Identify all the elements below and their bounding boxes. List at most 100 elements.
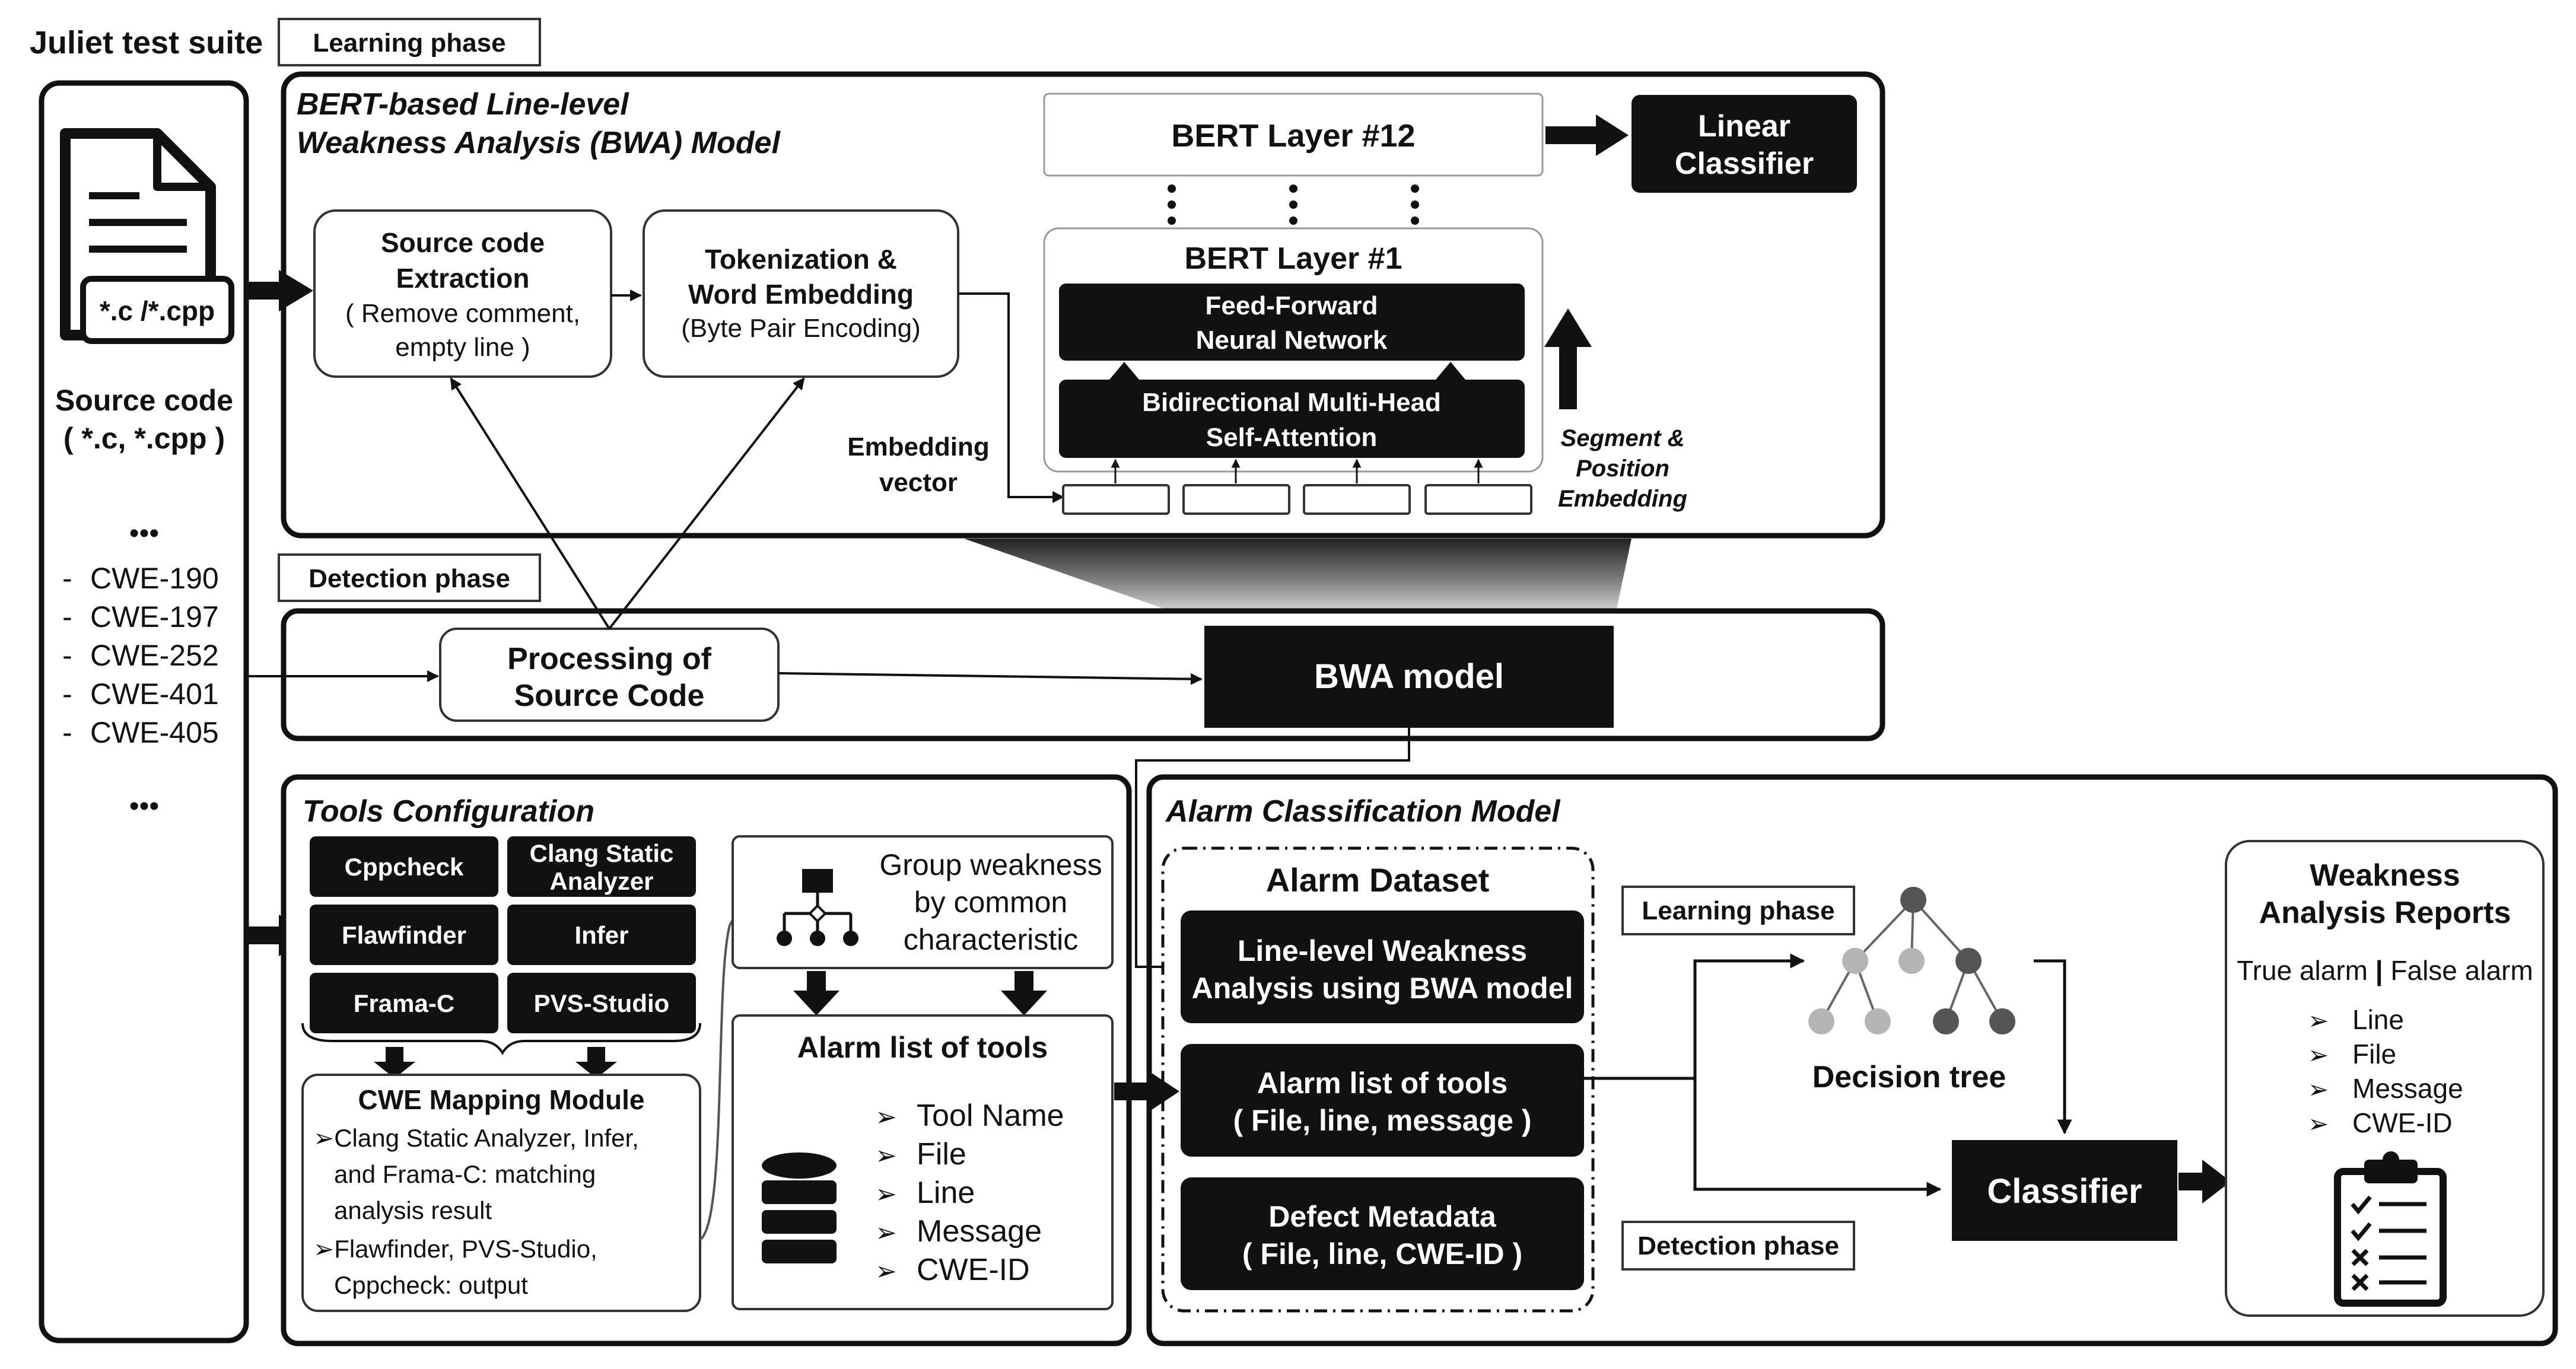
extraction-box — [313, 209, 612, 378]
tool-label: Frama-C — [354, 989, 454, 1017]
self-attention-label-2: Self-Attention — [1206, 423, 1377, 452]
alarm-field: Message — [917, 1214, 1042, 1249]
dataset-item-bwa-label-1: Line-level Weakness — [1238, 934, 1527, 967]
cwe-mapping-line: analysis result — [313, 1196, 492, 1224]
tool-box — [310, 836, 498, 897]
decision-tree-label: Decision tree — [1812, 1060, 2006, 1094]
report-field-bullet: ➢ — [2308, 1041, 2329, 1069]
classifier-box — [1952, 1140, 2177, 1241]
tool-label: Flawfinder — [342, 921, 466, 949]
reports-title-2: Analysis Reports — [2259, 896, 2511, 930]
bwa-model-label: BWA model — [1314, 657, 1504, 696]
database-icon — [762, 1152, 837, 1263]
alarm-field-bullet: ➢ — [875, 1103, 897, 1132]
bwa-model-title-2: Weakness Analysis (BWA) Model — [297, 126, 781, 160]
linear-classifier-label-1: Linear — [1698, 109, 1791, 144]
extraction-line-1: Source code — [381, 227, 545, 258]
processing-to-tokenization-arrow — [608, 377, 805, 630]
bert-layer-1-label: BERT Layer #1 — [1184, 241, 1402, 276]
dataset-item-defect-metadata-label-1: Defect Metadata — [1268, 1200, 1497, 1233]
processing-to-extraction-arrow — [450, 377, 610, 630]
processing-to-bwa-arrow — [778, 672, 1203, 685]
processing-source-label-2: Source Code — [514, 679, 705, 713]
report-field-bullet: ➢ — [2308, 1110, 2329, 1138]
tree-to-classifier-arrow — [2034, 959, 2072, 1135]
segment-label-2: Position — [1576, 456, 1669, 482]
segment-embedding-arrow — [1544, 308, 1592, 409]
dataset-item-alarm-list — [1181, 1044, 1584, 1157]
self-attention-box — [1059, 380, 1525, 458]
dataset-item-bwa-label-2: Analysis using BWA model — [1192, 972, 1573, 1005]
cwe-item: CWE-197 — [90, 600, 219, 633]
cwe-mapping-line: and Frama-C: matching — [313, 1160, 596, 1188]
juliet-to-bwa-arrow — [246, 270, 313, 311]
juliet-to-tools-arrow — [246, 915, 313, 956]
bwa-model-title-1: BERT-based Line-level — [297, 87, 629, 122]
group-weakness-label-3: characteristic — [904, 923, 1079, 956]
tool-box — [507, 836, 696, 897]
alarm-learning-tag — [1621, 886, 1855, 935]
tool-box — [310, 905, 498, 965]
reports-box — [2225, 840, 2545, 1317]
tokenization-line-3: (Byte Pair Encoding) — [681, 314, 921, 343]
tool-label: Clang Static — [530, 839, 674, 867]
extraction-line-2: Extraction — [396, 263, 530, 294]
juliet-title: Juliet test suite — [30, 25, 263, 61]
group-weakness-label-1: Group weakness — [879, 848, 1102, 881]
cwe-mapping-box — [301, 1074, 701, 1312]
report-field-bullet: ➢ — [2308, 1075, 2329, 1103]
ellipsis-top: ••• — [129, 518, 159, 549]
dataset-to-learning-line — [1584, 953, 1805, 1080]
learning-phase-tag-label: Learning phase — [313, 28, 505, 58]
alarm-list-tools-box — [732, 1014, 1114, 1310]
alarm-dataset-title: Alarm Dataset — [1266, 861, 1490, 899]
processing-source-label-1: Processing of — [507, 642, 712, 676]
alarm-classification-title: Alarm Classification Model — [1165, 794, 1561, 829]
tools-title: Tools Configuration — [303, 794, 594, 829]
alarm-field: CWE-ID — [917, 1253, 1030, 1287]
cwe-mapping-line: ➢Flawfinder, PVS-Studio, — [313, 1235, 597, 1263]
extraction-line-4: empty line ) — [395, 333, 530, 362]
alarm-field: Line — [917, 1176, 975, 1210]
bert-layers-ellipsis — [1168, 184, 1419, 225]
ellipsis-bottom: ••• — [129, 791, 159, 822]
embedding-vector-label-2: vector — [879, 468, 958, 497]
decision-tree-icon — [1808, 887, 2015, 1034]
bert-layer-12-label: BERT Layer #12 — [1171, 118, 1415, 154]
cwe-dash: - — [62, 639, 72, 672]
dataset-item-bwa — [1181, 910, 1584, 1023]
bert-to-linear-arrow — [1545, 114, 1629, 156]
cwe-dash: - — [62, 716, 72, 749]
linear-classifier-box — [1632, 95, 1857, 193]
report-field: CWE-ID — [2352, 1107, 2453, 1138]
embedding-token-boxes — [1062, 484, 1532, 515]
attention-to-ffn-arrows — [1109, 362, 1465, 380]
reports-title-1: Weakness — [2310, 858, 2460, 893]
alarm-detection-tag — [1621, 1221, 1855, 1271]
clipboard-checklist-icon — [2334, 1151, 2447, 1307]
classifier-to-reports-arrow — [2179, 1160, 2231, 1204]
brace-down-arrows — [374, 1047, 617, 1078]
classifier-label: Classifier — [1987, 1172, 2142, 1211]
cwe-item: CWE-405 — [90, 716, 219, 749]
extraction-line-3: ( Remove comment, — [345, 299, 580, 328]
cwe-list: - CWE-190 - CWE-197 - CWE-252 - CWE-401 … — [62, 562, 219, 749]
tool-box — [507, 973, 696, 1033]
linear-classifier-label-2: Classifier — [1675, 147, 1814, 181]
tool-box — [310, 973, 498, 1033]
group-to-alarm-list-arrows — [793, 971, 1047, 1015]
cwe-item: CWE-401 — [90, 677, 219, 711]
tool-boxes: Cppcheck Clang Static Analyzer Flawfinde… — [310, 836, 696, 1033]
cwe-dash: - — [62, 562, 72, 595]
alarm-field-bullet: ➢ — [875, 1218, 897, 1247]
alarm-detection-tag-label: Detection phase — [1637, 1231, 1839, 1260]
reports-alarm-types: True alarm | False alarm — [2237, 955, 2533, 986]
cwe-dash: - — [62, 677, 72, 711]
file-extension-label: *.c /*.cpp — [100, 295, 215, 326]
tokenization-to-embedding-line — [958, 292, 1064, 503]
tool-label: Cppcheck — [345, 853, 464, 881]
tool-label-2: Analyzer — [549, 867, 653, 895]
detection-phase-tag — [278, 553, 541, 602]
source-code-label: Source code — [55, 384, 233, 417]
feed-forward-box — [1059, 284, 1525, 361]
